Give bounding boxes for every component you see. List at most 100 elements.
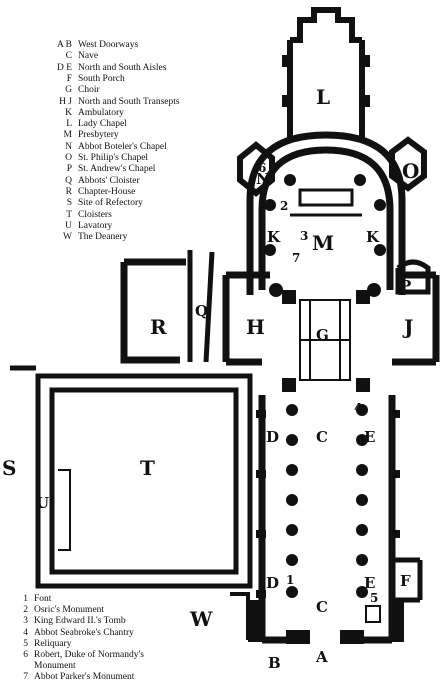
- label-L: L: [316, 85, 330, 109]
- legend-key: 4: [23, 627, 28, 638]
- label-K-north: K: [267, 228, 281, 246]
- legend-text: Site of Refectory: [78, 198, 143, 209]
- chapel-o-walls: [389, 136, 427, 192]
- legend-text: Abbot Seabroke's Chantry: [34, 627, 134, 638]
- legend-text: Chapter-House: [78, 186, 136, 197]
- label-F: F: [400, 572, 411, 590]
- legend-key: S: [66, 198, 72, 209]
- legend-key: C: [65, 51, 72, 62]
- legend-text: Robert, Duke of Normandy's: [34, 650, 144, 660]
- presbytery-screen: [290, 188, 362, 217]
- label-H: H: [246, 315, 265, 339]
- legend-key: 1: [23, 594, 28, 604]
- legend-key: T: [66, 209, 72, 220]
- west-front-buttresses: [248, 600, 404, 644]
- label-E-lower: E: [364, 574, 375, 592]
- legend-key: K: [65, 107, 72, 118]
- lady-chapel-walls: [287, 7, 365, 140]
- legend-text: Abbot Parker's Monument: [34, 672, 135, 683]
- legend-key: Q: [65, 175, 72, 186]
- legend-key: 5: [23, 638, 28, 649]
- legend-text: Lavatory: [78, 220, 113, 231]
- legend-key: G: [65, 85, 72, 96]
- south-porch-walls: [392, 557, 423, 603]
- legend-text: St. Andrew's Chapel: [78, 164, 156, 175]
- ambulatory-columns: [264, 174, 386, 297]
- chapter-house-walls: [120, 258, 186, 364]
- label-M: M: [312, 231, 334, 255]
- legend-key: D E: [56, 62, 72, 73]
- legend-text: Osric's Monument: [34, 605, 105, 616]
- number-6: 6: [258, 161, 266, 175]
- number-7: 7: [292, 251, 300, 265]
- plan-letters: L N O K K M P R Q H G J D C E S T U D E …: [2, 85, 419, 672]
- label-S: S: [2, 456, 16, 480]
- chapel-p-walls: [395, 259, 431, 295]
- label-K-south: K: [366, 228, 380, 246]
- legend-text: Nave: [78, 51, 99, 62]
- legend-text: Abbot Boteler's Chapel: [78, 141, 167, 152]
- label-N: N: [256, 170, 270, 188]
- legend-text: Monument: [34, 661, 76, 672]
- cloister-walls: [10, 365, 253, 589]
- label-D-lower: D: [266, 574, 279, 592]
- nave-columns: [286, 404, 368, 598]
- legend-key: H J: [59, 96, 72, 107]
- label-P: P: [400, 277, 411, 295]
- legend-key: P: [66, 164, 72, 175]
- legend-text: St. Philip's Chapel: [78, 153, 149, 163]
- label-C-upper: C: [316, 428, 328, 446]
- legend-text: Lady Chapel: [78, 119, 127, 130]
- label-J: J: [402, 315, 413, 339]
- legend-text: Ambulatory: [78, 107, 124, 118]
- lady-chapel-buttresses: [282, 55, 370, 107]
- number-5: 5: [370, 591, 378, 605]
- label-G: G: [316, 326, 329, 344]
- label-Q: Q: [195, 302, 208, 320]
- legend-key: N: [65, 141, 72, 152]
- legend-key: O: [65, 153, 72, 163]
- reliquary: [365, 605, 381, 623]
- legend-key: F: [66, 73, 72, 84]
- legend-text: Presbytery: [78, 130, 119, 141]
- legend-text: South Porch: [78, 73, 125, 84]
- legend-text: Choir: [78, 85, 100, 96]
- legend-key: 3: [23, 616, 28, 627]
- legend-text: Cloisters: [78, 209, 112, 220]
- choir-stalls: [299, 299, 351, 381]
- legend-text: Reliquary: [34, 638, 72, 649]
- legend-text: King Edward II.'s Tomb: [34, 616, 126, 627]
- legend-key: 7: [23, 672, 28, 683]
- legend-text: Font: [34, 594, 52, 604]
- legend-key: W: [63, 232, 72, 243]
- aisle-wall-buttresses: [256, 410, 400, 598]
- legend-key: M: [63, 130, 72, 141]
- label-W: W: [189, 607, 213, 631]
- lavatory-walls: [58, 469, 71, 551]
- legend-text: West Doorways: [78, 40, 139, 50]
- label-D-upper: D: [266, 428, 279, 446]
- legend-key: A B: [56, 40, 72, 50]
- legend-text: North and South Transepts: [78, 96, 180, 107]
- legend-text: North and South Aisles: [78, 62, 167, 73]
- number-3: 3: [300, 229, 308, 243]
- label-E-upper: E: [364, 428, 375, 446]
- label-R: R: [150, 315, 167, 339]
- label-U: U: [36, 494, 49, 512]
- legend-key: L: [66, 119, 72, 130]
- deanery-walls: [230, 592, 250, 640]
- number-1: 1: [286, 573, 294, 587]
- chapel-n-walls: [237, 141, 275, 197]
- number-4: 4: [354, 401, 362, 415]
- legend-text: Abbots' Cloister: [78, 175, 140, 186]
- plan-numbers: 1 2 3 4 5 6 7: [258, 161, 378, 605]
- legend-key: R: [65, 186, 72, 197]
- legend-key: 2: [23, 605, 28, 616]
- label-A: A: [315, 648, 328, 666]
- label-T: T: [140, 456, 155, 480]
- label-C-lower: C: [316, 598, 328, 616]
- abbots-cloister-walls: [187, 250, 215, 363]
- label-O: O: [402, 159, 419, 183]
- label-B: B: [268, 654, 281, 672]
